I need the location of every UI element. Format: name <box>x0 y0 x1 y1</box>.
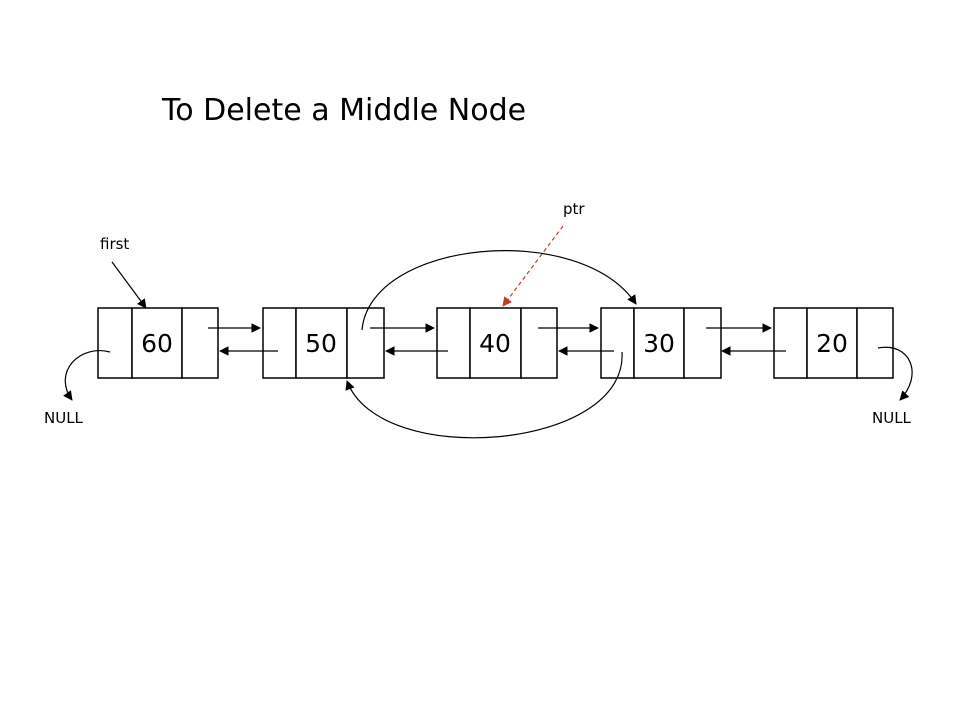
node-next-cell <box>683 307 722 379</box>
node-prev-cell <box>773 307 808 379</box>
node-next-cell <box>346 307 385 379</box>
list-node: 20 <box>773 307 894 379</box>
node-value: 60 <box>141 329 173 358</box>
node-prev-cell <box>436 307 471 379</box>
node-value: 20 <box>816 329 848 358</box>
node-prev-cell <box>97 307 133 379</box>
null-left-label: NULL <box>44 409 84 427</box>
node-next-cell <box>856 307 894 379</box>
bypass-prev-arrow <box>345 351 623 439</box>
list-node: 40 <box>436 307 558 379</box>
node-data-cell <box>131 307 183 379</box>
list-node: 50 <box>262 307 385 379</box>
ptr-pointer-arrow <box>502 225 564 307</box>
node-value: 50 <box>305 329 337 358</box>
null-right-arrow <box>877 346 913 401</box>
null-left-arrow <box>63 350 111 401</box>
node-value: 40 <box>479 329 511 358</box>
diagram-title: To Delete a Middle Node <box>161 93 526 128</box>
node-data-cell <box>295 307 348 379</box>
node-next-cell <box>520 307 558 379</box>
first-pointer-arrow <box>111 261 147 309</box>
node-data-cell <box>469 307 522 379</box>
node-value: 30 <box>643 329 675 358</box>
bypass-next-arrow <box>361 250 637 331</box>
node-next-cell <box>181 307 219 379</box>
list-node: 60 <box>97 307 219 379</box>
list-node: 30 <box>600 307 722 379</box>
node-prev-cell <box>600 307 635 379</box>
node-prev-cell <box>262 307 297 379</box>
null-right-label: NULL <box>872 409 912 427</box>
first-label: first <box>100 235 129 253</box>
ptr-label: ptr <box>563 200 585 218</box>
node-data-cell <box>806 307 858 379</box>
